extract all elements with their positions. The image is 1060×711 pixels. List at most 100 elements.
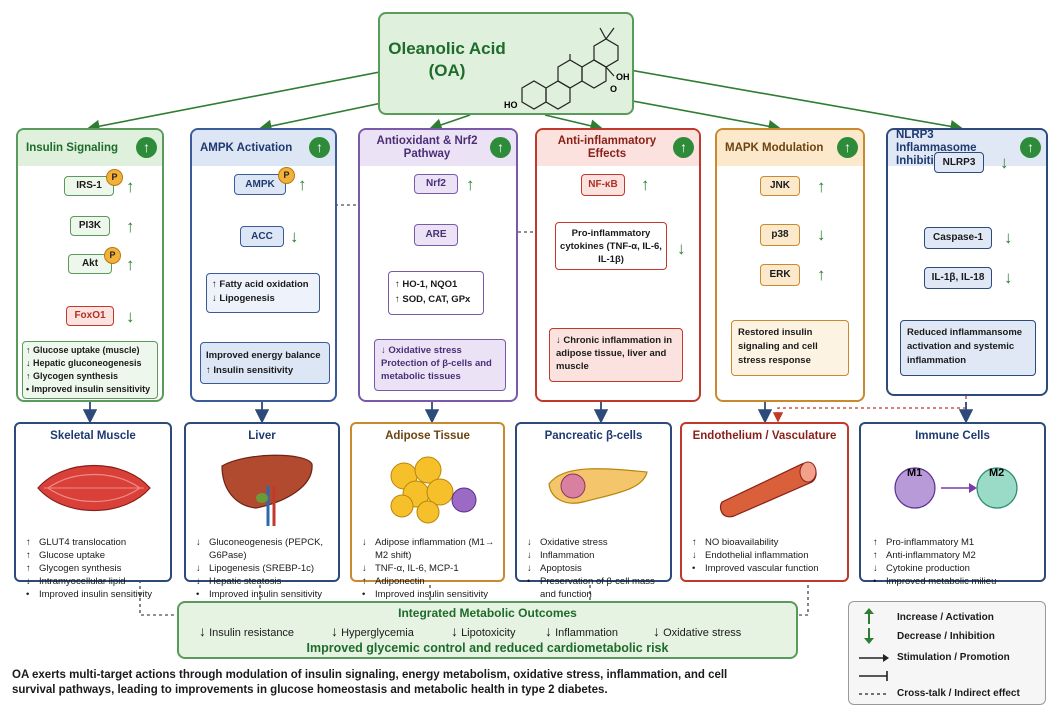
tissue-pancreatic-beta-cells: Pancreatic β-cells ↓Oxidative stress ↓In… [515, 422, 672, 600]
liver-effects: ↓Gluconeogenesis (PEPCK, G6Pase) ↓Lipoge… [196, 537, 324, 600]
oa-title: Oleanolic Acid (OA) [388, 39, 506, 80]
tissue-title: Pancreatic β-cells [544, 430, 643, 442]
arrow-up-icon: ↑ [1020, 137, 1041, 158]
effect-line: ↑ Glycogen synthesis [26, 371, 119, 381]
liver-image [221, 454, 313, 526]
node-ampk: AMPK [234, 174, 286, 195]
nrf2-effects: ↓ Oxidative stress Protection of β-cells… [374, 339, 506, 391]
effect-line: ↑ Insulin sensitivity [206, 365, 294, 376]
node-are: ARE [414, 224, 458, 246]
arrow-up-icon: ↑ [298, 175, 307, 194]
tissue-immune-cells: Immune Cells M1 M2 ↑Pro-inflammatory M1 … [859, 422, 1046, 587]
tissue-endothelium: Endothelium / Vasculature ↑NO bioavailab… [680, 422, 849, 582]
outcomes-footer: Improved glycemic control and reduced ca… [306, 641, 669, 655]
effect-line: ↑ Fatty acid oxidation [212, 279, 309, 290]
arrow-up-icon: ↑ [136, 137, 157, 158]
tissue-liver: Liver ↓Gluconeogenesis (PEPCK, G6Pase) ↓… [184, 422, 340, 600]
m1-label: M1 [907, 467, 922, 479]
pancreas-effects: ↓Oxidative stress ↓Inflammation ↓Apoptos… [527, 537, 655, 600]
legend-stimulation: Stimulation / Promotion [897, 652, 1010, 663]
node-erk: ERK [760, 264, 800, 286]
tissue-title: Liver [248, 430, 276, 442]
tissue-title: Adipose Tissue [385, 430, 470, 442]
node-acc: ACC [240, 226, 284, 247]
panel-title: Anti-inflammatory Effects [537, 130, 699, 166]
arrow-down-icon: ↓ [126, 307, 135, 326]
adipose-image [390, 456, 477, 524]
outcome-item: ↓ Oxidative stress [653, 623, 742, 639]
macrophage-image: M1 M2 [894, 467, 1018, 509]
outcome-item: ↓ Insulin resistance [199, 623, 295, 639]
immune-effects: ↑Pro-inflammatory M1 ↑Anti-inflammatory … [873, 537, 997, 587]
legend-box: Increase / Activation Decrease / Inhibit… [848, 601, 1046, 705]
panel-title: Antioxidant & Nrf2 Pathway [360, 130, 516, 166]
arrow-up-icon: ↑ [490, 137, 511, 158]
muscle-image [37, 464, 151, 512]
tissue-adipose: Adipose Tissue ↓Adipose inflammation (M1… [350, 422, 505, 600]
node-pi3k: PI3K [70, 216, 110, 236]
effect-line: Protection of β-cells and metabolic tiss… [381, 358, 492, 382]
endothelium-effects: ↑NO bioavailability ↓Endothelial inflamm… [692, 537, 819, 574]
node-nfkb: NF-κB [581, 174, 625, 196]
arrow-down-icon: ↓ [1000, 153, 1009, 172]
oa-structure-image: HO OH O [504, 27, 630, 110]
arrow-up-icon: ↑ [466, 175, 475, 194]
muscle-effects: ↑GLUT4 translocation ↑Glucose uptake ↑Gl… [26, 537, 152, 600]
struct-oh-label: OH [616, 72, 630, 82]
node-nrf2: Nrf2 [414, 174, 458, 194]
mapk-effects: Restored insulin signaling and cell stre… [731, 320, 849, 376]
legend-increase: Increase / Activation [897, 612, 994, 623]
arrow-up-icon: ↑ [817, 177, 826, 196]
phospho-badge: P [104, 247, 121, 264]
panel-mapk-modulation: MAPK Modulation ↑ JNK ↑ p38 ↓ ERK ↑ Rest… [715, 128, 865, 402]
inflammation-effects: ↓ Chronic inflammation in adipose tissue… [549, 328, 683, 382]
tissue-title: Immune Cells [915, 430, 990, 442]
node-nlrp3: NLRP3 [934, 152, 984, 173]
arrow-up-icon: ↑ [837, 137, 858, 158]
node-caspase1: Caspase-1 [924, 227, 992, 249]
arrow-up-icon: ↑ [817, 265, 826, 284]
arrow-up-icon: ↑ [641, 175, 650, 194]
node-akt: Akt [68, 254, 112, 274]
arrow-down-icon: ↓ [1004, 268, 1013, 287]
effect-line: ↑ HO-1, NQO1 [395, 279, 458, 290]
struct-o-label: O [610, 84, 617, 94]
effect-line: ↓ Oxidative stress [381, 345, 462, 356]
panel-ampk-activation: AMPK Activation ↑ AMPK P ↑ ACC ↓ ↑ Fatty… [190, 128, 337, 402]
outcome-item: ↓ Lipotoxicity [451, 623, 516, 639]
ampk-effects: Improved energy balance ↑ Insulin sensit… [200, 342, 330, 384]
panel-tissue-arrows [82, 402, 974, 424]
arrow-down-icon: ↓ [817, 225, 826, 244]
outcome-item: ↓ Hyperglycemia [331, 623, 414, 639]
effect-line: ↑ SOD, CAT, GPx [395, 294, 471, 305]
panel-antioxidant-nrf2: Antioxidant & Nrf2 Pathway ↑ Nrf2 ↑ ARE … [358, 128, 518, 402]
outcome-item: ↓ Inflammation [545, 623, 619, 639]
legend-symbols [859, 608, 889, 695]
m2-label: M2 [989, 467, 1004, 479]
effect-line: ↓ Lipogenesis [212, 293, 275, 304]
phospho-badge: P [278, 167, 295, 184]
insulin-effects: ↑ Glucose uptake (muscle) ↓ Hepatic gluc… [22, 341, 158, 399]
integrated-outcomes-box: Integrated Metabolic Outcomes ↓ Insulin … [177, 601, 798, 659]
struct-ho-label: HO [504, 100, 518, 110]
ampk-mid-effects: ↑ Fatty acid oxidation ↓ Lipogenesis [206, 273, 320, 313]
oleanolic-acid-box: Oleanolic Acid (OA) HO OH O [378, 12, 634, 115]
adipose-effects: ↓Adipose inflammation (M1→ M2 shift) ↓TN… [362, 537, 495, 600]
arrow-up-icon: ↑ [309, 137, 330, 158]
node-p38: p38 [760, 224, 800, 246]
vessel-image [719, 461, 817, 518]
node-il1b-il18: IL-1β, IL-18 [924, 267, 992, 289]
arrow-up-icon: ↑ [126, 177, 135, 196]
effect-line: • Improved insulin sensitivity [26, 384, 151, 394]
effect-line: ↓ Hepatic gluconeogenesis [26, 358, 142, 368]
tissue-skeletal-muscle: Skeletal Muscle ↑GLUT4 translocation ↑Gl… [14, 422, 172, 600]
node-foxo1: FoxO1 [66, 306, 114, 326]
node-irs1: IRS-1 [64, 176, 114, 196]
arrow-down-icon: ↓ [677, 239, 686, 258]
effect-line: ↑ Glucose uptake (muscle) [26, 345, 140, 355]
pancreas-image [548, 468, 648, 504]
panel-nlrp3-inhibition: NLRP3 Inflammasome Inhibition ↑ NLRP3 ↓ … [886, 128, 1048, 396]
arrow-up-icon: ↑ [673, 137, 694, 158]
arrow-down-icon: ↓ [1004, 228, 1013, 247]
panel-anti-inflammatory: Anti-inflammatory Effects ↑ NF-κB ↑ Pro-… [535, 128, 701, 402]
